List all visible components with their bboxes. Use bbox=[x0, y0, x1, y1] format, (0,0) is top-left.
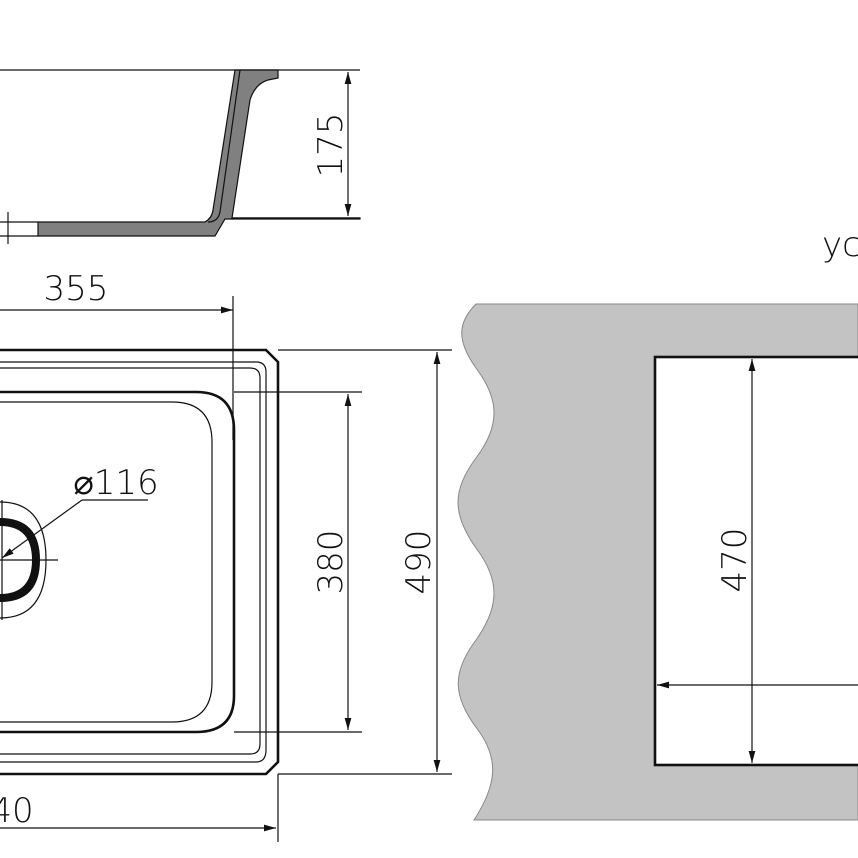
cutout-heading-partial: ус bbox=[822, 225, 858, 265]
sink-rim-inner-2 bbox=[0, 367, 261, 755]
profile-wall bbox=[37, 69, 361, 237]
sink-rim-inner bbox=[0, 361, 267, 763]
profile-inner-line bbox=[207, 69, 241, 223]
depth-label: 175 bbox=[311, 113, 351, 178]
sink-outer-rim bbox=[0, 348, 280, 776]
bowl-outline bbox=[0, 390, 236, 734]
drain-diameter-label: ⌀116 bbox=[73, 463, 158, 503]
sink-width-label: 40 bbox=[0, 791, 34, 831]
side-profile-view: 175 bbox=[0, 69, 361, 244]
cutout-length-label: 470 bbox=[715, 528, 755, 593]
bowl-inner-outline bbox=[0, 401, 213, 723]
drain-ring bbox=[0, 518, 40, 602]
sink-length-label: 490 bbox=[399, 530, 439, 595]
drain-leader bbox=[1, 499, 83, 559]
countertop-cutout-view: ус 470 bbox=[457, 225, 858, 821]
bowl-length-label: 380 bbox=[311, 530, 351, 595]
cutout-opening bbox=[653, 355, 858, 767]
bowl-width-label: 355 bbox=[44, 269, 109, 309]
drain: ⌀116 bbox=[0, 463, 159, 620]
plan-view: 355 ⌀116 380 490 40 bbox=[0, 269, 452, 842]
